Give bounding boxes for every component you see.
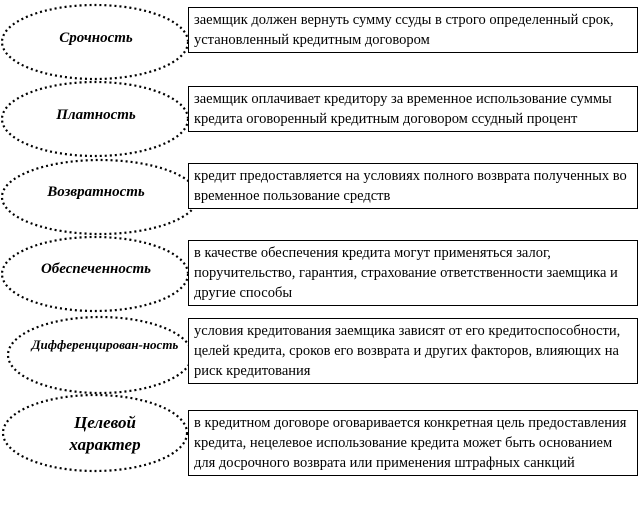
description-box-srochnost: заемщик должен вернуть сумму ссуды в стр… <box>188 7 638 53</box>
principle-label-obespechennost: Обеспеченность <box>40 261 152 277</box>
principle-label-platnost: Платность <box>56 107 136 123</box>
description-box-vozvratnost: кредит предоставляется на условиях полно… <box>188 163 638 209</box>
description-box-obespechennost: в качестве обеспечения кредита могут при… <box>188 240 638 306</box>
description-box-platnost: заемщик оплачивает кредитору за временно… <box>188 86 638 132</box>
principle-label-tselevoy: Целевой характер <box>69 413 141 454</box>
ellipse-differentsirovannost <box>6 315 194 395</box>
principle-label-vozvratnost: Возвратность <box>47 184 145 200</box>
principle-label-srochnost: Срочность <box>59 30 133 46</box>
description-box-tselevoy: в кредитном договоре оговаривается конкр… <box>188 410 638 476</box>
principle-label-differentsirovannost: Дифференцирован-ность <box>31 337 179 352</box>
description-box-differentsirovannost: условия кредитования заемщика зависят от… <box>188 318 638 384</box>
ellipse-tselevoy <box>1 393 189 473</box>
